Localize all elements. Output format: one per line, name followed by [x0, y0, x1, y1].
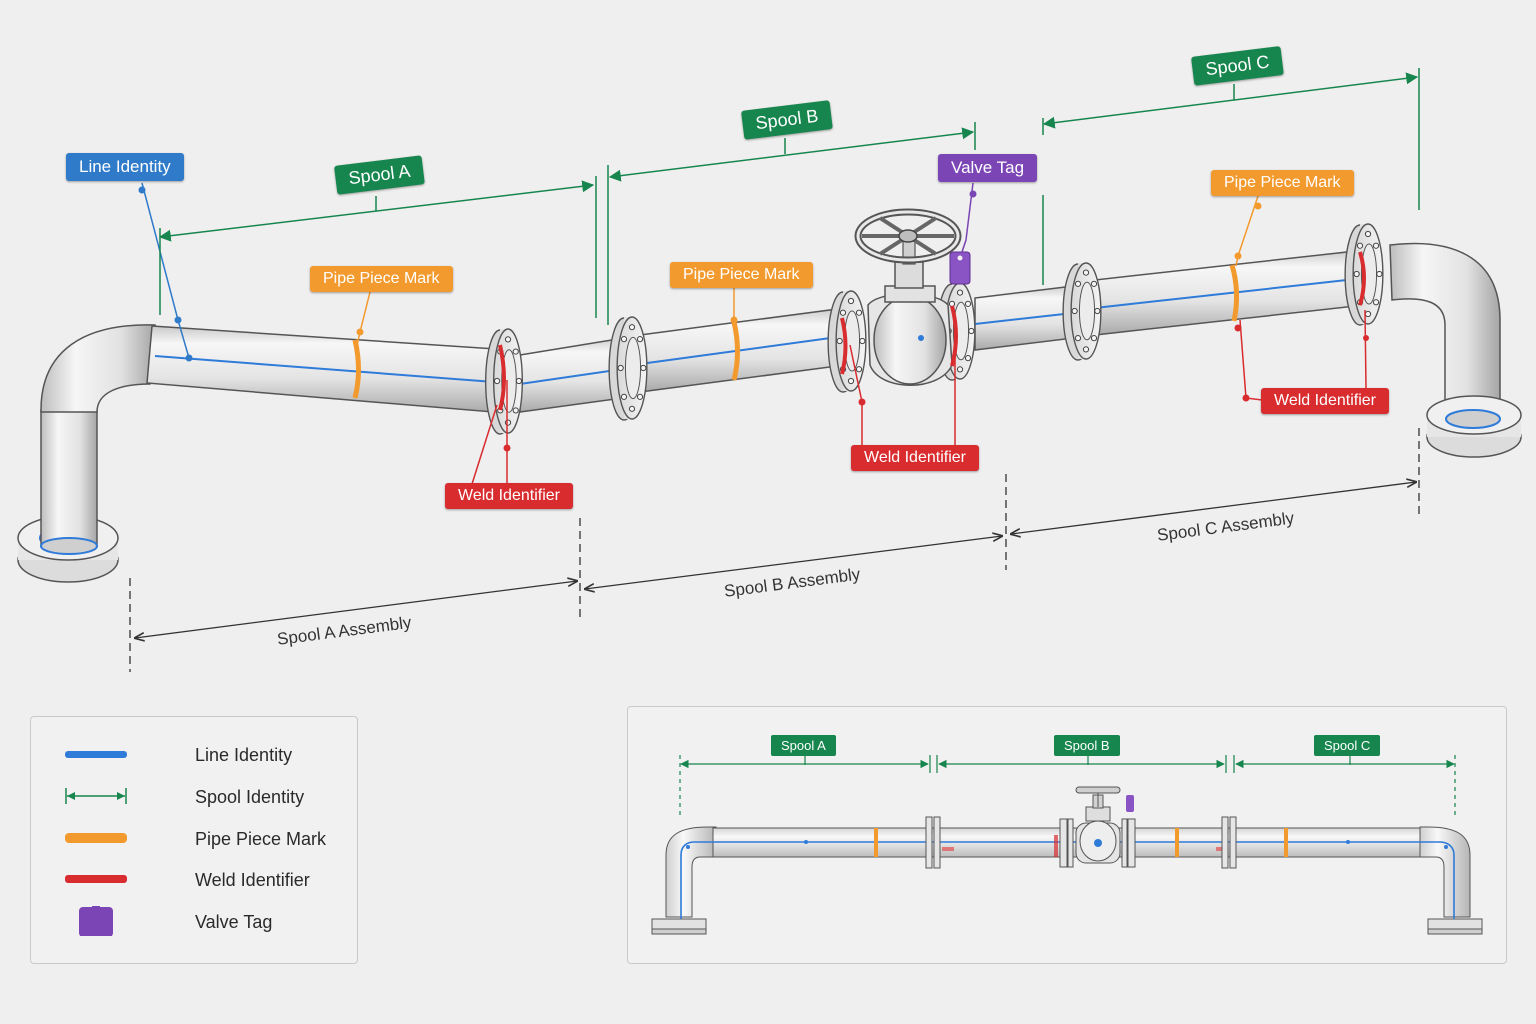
valve-tag-label: Valve Tag — [938, 154, 1038, 182]
pipe-piece-mark-1: Pipe Piece Mark — [310, 266, 453, 292]
flange-5 — [1062, 262, 1102, 361]
centerline-1 — [154, 355, 508, 384]
legend-item-pipe-piece-mark: Pipe Piece Mark — [63, 823, 353, 853]
legend-label: Weld Identifier — [195, 870, 310, 890]
legend-item-spool-identity: Spool Identity — [63, 781, 353, 811]
weld-band-1 — [498, 344, 506, 411]
pipe-piece-mark-2: Pipe Piece Mark — [670, 262, 813, 288]
piece-band-1 — [352, 339, 361, 399]
piece-band-2 — [731, 321, 740, 381]
centerline-6 — [1094, 277, 1366, 309]
inset-spool-c-tag: Spool C — [1314, 735, 1381, 756]
weld-band-4 — [1358, 251, 1366, 306]
pipe-piece-mark-3: Pipe Piece Mark — [1211, 170, 1354, 196]
weld-identifier-3: Weld Identifier — [1261, 388, 1389, 414]
orange-band-icon — [65, 833, 127, 843]
gate-valve — [854, 208, 962, 386]
legend: Line Identity Spool Identity Pipe Piece … — [30, 716, 358, 964]
left-riser — [17, 409, 119, 583]
weld-identifier-2: Weld Identifier — [851, 445, 979, 471]
legend-label: Pipe Piece Mark — [195, 829, 327, 849]
left-elbow — [40, 324, 156, 413]
blue-line-icon — [65, 751, 127, 758]
leader-lines — [138, 182, 1369, 485]
right-elbow — [1389, 242, 1501, 421]
double-arrow-icon — [65, 788, 127, 804]
assembly-dimensions — [129, 428, 1420, 672]
weld-identifier-1: Weld Identifier — [445, 483, 573, 509]
tag-icon — [79, 906, 113, 936]
inset-spool-a-tag: Spool A — [771, 735, 836, 756]
spool-dimensions — [158, 68, 1420, 325]
inset-drawing — [651, 755, 1483, 935]
line-identity-tag: Line Identity — [66, 153, 184, 181]
legend-item-line-identity: Line Identity — [63, 739, 353, 769]
flange-2 — [608, 316, 648, 421]
legend-label: Line Identity — [195, 745, 293, 765]
piece-band-3 — [1229, 264, 1240, 322]
legend-item-weld-identifier: Weld Identifier — [63, 864, 353, 894]
legend-item-valve-tag: Valve Tag — [63, 906, 353, 936]
right-base-flange — [1426, 395, 1522, 458]
legend-label: Valve Tag — [195, 912, 273, 932]
red-band-icon — [65, 875, 127, 883]
weld-band-2 — [840, 317, 848, 375]
legend-label: Spool Identity — [195, 787, 305, 807]
centerline-3 — [639, 335, 846, 365]
inset-spool-b-tag: Spool B — [1054, 735, 1120, 756]
weld-band-3 — [950, 305, 958, 367]
inset-elevation-view: Spool A Spool B Spool C — [627, 706, 1507, 964]
